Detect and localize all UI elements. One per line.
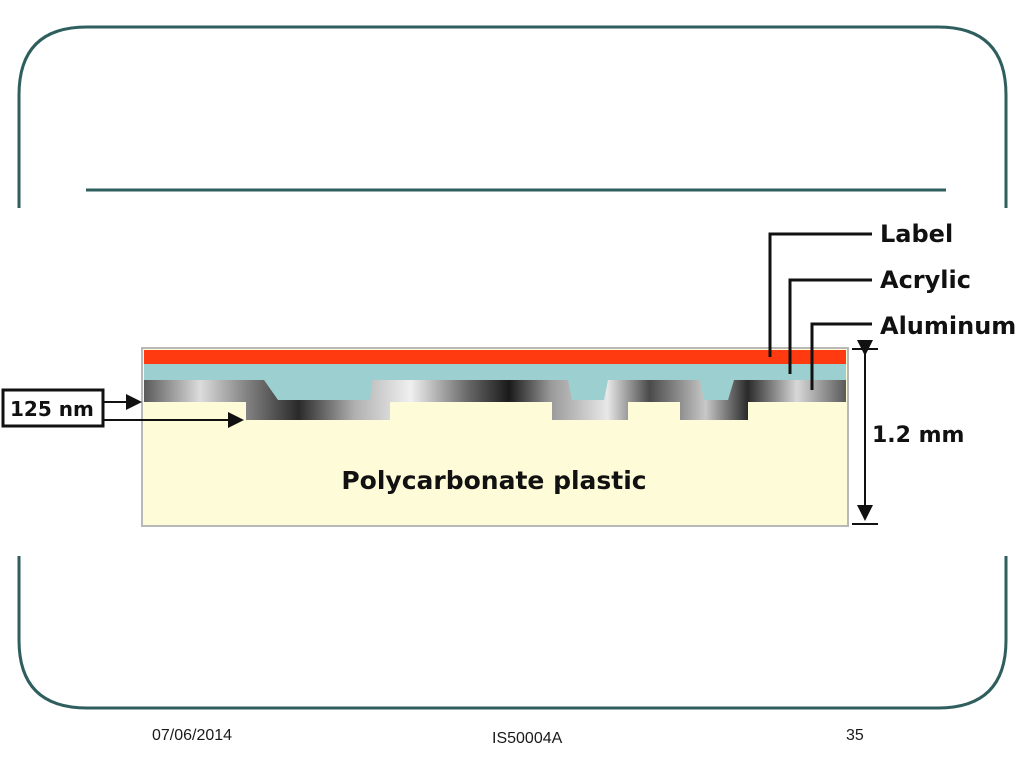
aluminum-layer xyxy=(144,380,846,420)
label-layer xyxy=(144,350,846,364)
label-leader-line xyxy=(768,232,872,357)
substrate-label: Polycarbonate plastic xyxy=(341,466,646,495)
label-callout: Label xyxy=(880,220,953,248)
footer-page-number: 35 xyxy=(846,727,864,744)
footer-course-code: IS50004A xyxy=(492,730,563,747)
aluminum-callout: Aluminum xyxy=(880,312,1016,340)
acrylic-leader-line xyxy=(788,278,872,374)
polycarbonate-substrate xyxy=(144,402,846,524)
pit-depth-box xyxy=(1,388,105,428)
frame-bottom-border xyxy=(17,556,1008,710)
pit-depth-label: 125 nm xyxy=(10,397,94,421)
aluminum-leader-line xyxy=(810,322,872,390)
footer-date: 07/06/2014 xyxy=(152,727,233,744)
thickness-label: 1.2 mm xyxy=(872,423,964,448)
acrylic-callout: Acrylic xyxy=(880,266,971,294)
frame-top-border xyxy=(17,25,1008,208)
